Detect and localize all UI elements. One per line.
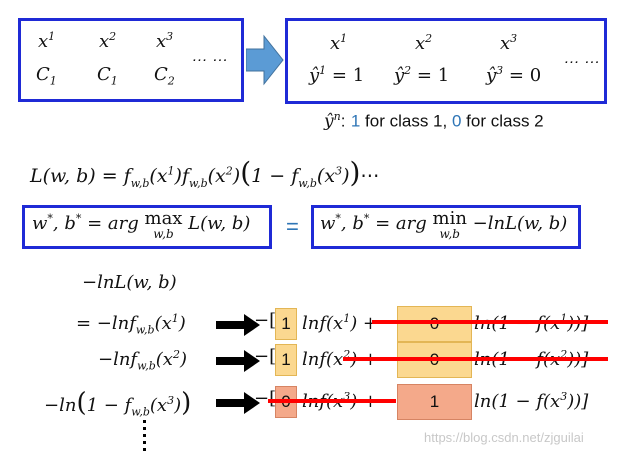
row3-coef-b xyxy=(397,384,472,420)
caption-sup: n xyxy=(333,110,341,123)
likelihood-equation: L(w, b) = fw,b(x1)fw,b(x2)(1 − fw,b(x3))… xyxy=(30,156,380,190)
tr-y1: ŷ1 = 1 xyxy=(309,64,365,86)
tl-ellipsis: … … xyxy=(192,48,229,65)
row2-coef-a xyxy=(275,344,297,376)
row3-arrow-icon xyxy=(216,392,260,414)
tr-y3: ŷ3 = 0 xyxy=(486,64,542,86)
tr-x2: x2 xyxy=(415,32,433,54)
argmin-box xyxy=(311,205,581,249)
row1-open: −[ xyxy=(254,310,277,331)
row1-coef-b xyxy=(397,306,472,342)
caption-zero: 0 xyxy=(451,111,462,131)
neg-log-likelihood: −lnL(w, b) xyxy=(82,272,177,293)
tl-c1a: C1 xyxy=(36,64,57,88)
caption-mid: for class 1, xyxy=(360,111,452,131)
row3-coef-b-value: 1 xyxy=(429,392,440,411)
row2-strike xyxy=(343,357,608,361)
row3-lhs: −ln(1 − fw,b(x3)) xyxy=(44,388,192,419)
tr-x3: x3 xyxy=(500,32,518,54)
row1-lhs: = −lnfw,b(x1) xyxy=(76,312,186,337)
row3-strike xyxy=(268,399,396,403)
caption-colon: : xyxy=(340,111,346,131)
row3-term-b: ln(1 − f(x3))] xyxy=(474,390,589,412)
tl-x2: x2 xyxy=(99,30,117,52)
row2-open: −[ xyxy=(254,346,277,367)
caption-end: for class 2 xyxy=(461,111,544,131)
tl-x3: x3 xyxy=(156,30,174,52)
vertical-ellipsis xyxy=(143,420,147,451)
labeled-data-box xyxy=(285,18,607,104)
label-caption: ŷn: 1 for class 1, 0 for class 2 xyxy=(324,110,544,132)
row2-coef-a-value: 1 xyxy=(281,350,291,369)
watermark: https://blog.csdn.net/zjguilai xyxy=(424,430,584,445)
row3-open: −[ xyxy=(254,388,277,409)
caption-yhat: ŷ xyxy=(324,111,334,132)
caption-one: 1 xyxy=(350,111,361,131)
tr-y2: ŷ2 = 1 xyxy=(394,64,450,86)
row1-arrow-icon xyxy=(216,314,260,336)
row1-term-a: lnf(x1) + xyxy=(302,312,379,334)
equals-sign: = xyxy=(286,214,299,239)
row1-coef-a-value: 1 xyxy=(281,314,291,333)
tl-x1: x1 xyxy=(38,30,56,52)
row2-lhs: −lnfw,b(x2) xyxy=(98,348,187,373)
row1-coef-a xyxy=(275,308,297,340)
training-data-box xyxy=(18,18,244,102)
right-arrow-icon xyxy=(246,34,284,86)
tl-c2: C2 xyxy=(154,64,175,88)
row2-arrow-icon xyxy=(216,350,260,372)
tr-x1: x1 xyxy=(330,32,348,54)
tr-ellipsis: … … xyxy=(564,50,601,67)
row1-coef-b-value: 0 xyxy=(397,314,472,334)
row1-strike xyxy=(372,320,608,324)
argmax-box xyxy=(22,205,272,249)
tl-c1b: C1 xyxy=(97,64,118,88)
